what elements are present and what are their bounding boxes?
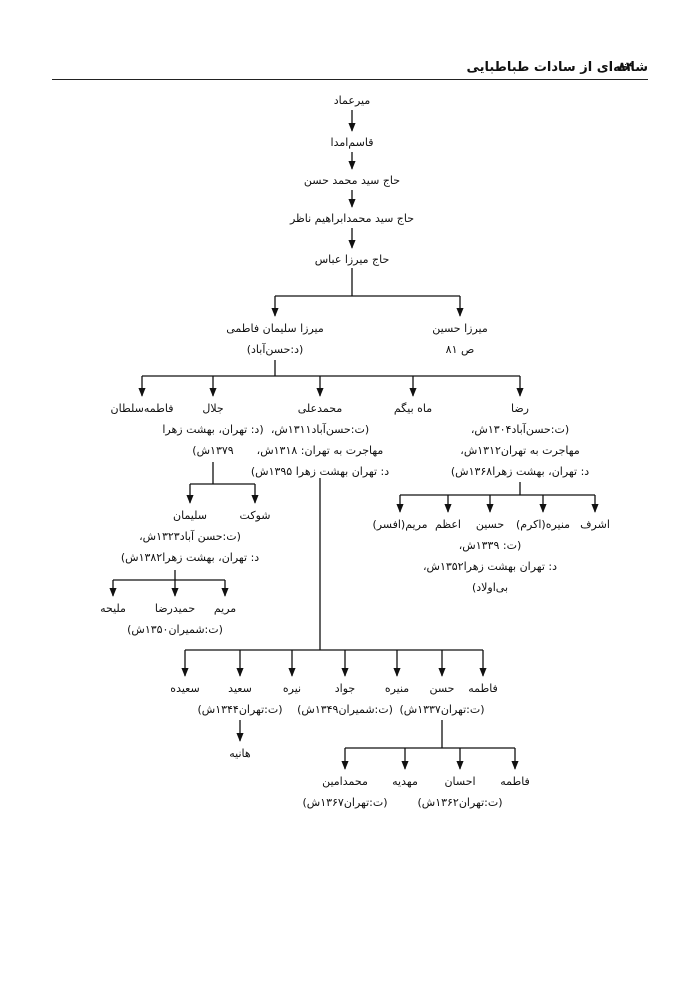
- person-monireh_r: منیره(اکرم): [516, 514, 570, 535]
- person-detail: (ت:حسن آباد۱۳۲۳ش،: [139, 530, 241, 543]
- person-name: حاج سید محمدابراهیم ناظر: [289, 212, 415, 225]
- page-number: ۸۴: [618, 60, 634, 75]
- person-detail: ۱۳۷۹ش): [192, 444, 234, 457]
- person-mohammadali: محمدعلی (ت:حسن‌آباد۱۳۱۱ش، مهاجرت به تهران:…: [251, 398, 389, 482]
- person-detail: بی‌اولاد): [471, 581, 509, 594]
- person-name: مریم: [213, 602, 237, 615]
- person-detail: (د:حسن‌آباد): [246, 343, 304, 356]
- person-detail: (ت:حسن‌آباد۱۳۰۴ش،: [470, 423, 570, 436]
- person-name: میرعماد: [333, 94, 371, 107]
- person-name: جواد: [334, 682, 356, 695]
- person-name: هانیه: [229, 747, 251, 760]
- person-name: منیره(اکرم): [515, 518, 571, 531]
- person-name: اعظم: [435, 518, 461, 531]
- person-reza: رضا (ت:حسن‌آباد۱۳۰۴ش، مهاجرت به تهران۱۳۱۲ش…: [451, 398, 589, 482]
- person-soleymanfatemi: میرزا سلیمان فاطمی (د:حسن‌آباد): [226, 318, 324, 360]
- person-detail: (ت:شمیران۱۳۴۹ش): [297, 703, 393, 716]
- person-name: نیره: [282, 682, 302, 695]
- person-detail: د: تهران بهشت زهرا ۱۳۹۵ش): [250, 465, 390, 478]
- person-hamidreza: حمیدرضا (ت:شمیران۱۳۵۰ش): [127, 598, 223, 640]
- person-fatemeh_m: فاطمه: [468, 678, 498, 699]
- person-name: میرزا سلیمان فاطمی: [226, 322, 324, 335]
- person-nayereh: نیره: [283, 678, 301, 699]
- person-name: سعید: [228, 682, 252, 695]
- person-hosein_r: حسین (ت: ۱۳۳۹ش، د: تهران بهشت زهرا۱۳۵۲ش، بی…: [423, 514, 557, 598]
- person-name: حمیدرضا: [154, 602, 196, 615]
- person-jalal: جلال (د: تهران، بهشت زهرا ۱۳۷۹ش): [162, 398, 263, 461]
- person-name: سلیمان: [173, 509, 207, 522]
- person-detail: (ت:حسن‌آباد۱۳۱۱ش،: [270, 423, 370, 436]
- person-name: محمدامین: [322, 775, 368, 788]
- person-name: منیره: [384, 682, 410, 695]
- person-name: فاطمه: [500, 775, 530, 788]
- person-name: مهدیه: [392, 775, 418, 788]
- person-haniyeh: هانیه: [229, 743, 250, 764]
- person-name: اشرف: [580, 518, 610, 531]
- person-detail: (ت:تهران۱۳۳۷ش): [399, 703, 485, 716]
- person-detail: د: تهران، بهشت زهرا۱۳۶۸ش): [450, 465, 590, 478]
- person-name: ماه بیگم: [393, 402, 433, 415]
- person-soleyman_j: سلیمان (ت:حسن آباد۱۳۲۳ش، د: تهران، بهشت زه…: [121, 505, 259, 568]
- person-name: شوکت: [239, 509, 271, 522]
- person-abbas: حاج میرزا عباس: [315, 249, 390, 270]
- header-rule: [52, 79, 648, 80]
- person-saeed: سعید (ت:تهران۱۳۴۴ش): [197, 678, 282, 720]
- person-detail: د: تهران، بهشت زهرا۱۳۸۲ش): [120, 551, 260, 564]
- person-name: فاطمه: [468, 682, 498, 695]
- person-detail: مهاجرت به تهران: ۱۳۱۸ش،: [256, 444, 384, 457]
- person-name: حاج سید محمد حسن: [303, 174, 401, 187]
- person-detail: (ت:شمیران۱۳۵۰ش): [127, 623, 223, 636]
- person-detail: (د: تهران، بهشت زهرا: [162, 423, 264, 436]
- person-ashraf: اشرف: [580, 514, 610, 535]
- person-name: فاطمه‌سلطان: [110, 402, 174, 415]
- person-mirzahosein: میرزا حسین ص ۸۱: [432, 318, 487, 360]
- person-name: سعیده: [170, 682, 200, 695]
- person-detail: (ت:تهران۱۳۶۲ش): [417, 796, 503, 809]
- person-name: احسان: [444, 775, 476, 788]
- person-detail: مهاجرت به تهران۱۳۱۲ش،: [460, 444, 580, 457]
- person-saeedeh: سعیده: [170, 678, 199, 699]
- person-ehsan: احسان (ت:تهران۱۳۶۲ش): [417, 771, 502, 813]
- person-shokat: شوکت: [240, 505, 271, 526]
- person-detail: (ت:تهران۱۳۶۷ش): [302, 796, 388, 809]
- person-mahdiyeh: مهدیه: [392, 771, 418, 792]
- person-mirimad: میرعماد: [334, 90, 370, 111]
- person-detail: د: تهران بهشت زهرا۱۳۵۲ش،: [422, 560, 558, 573]
- person-name: قاسم‌امدا: [330, 136, 374, 149]
- person-name: مریم(افسر): [372, 518, 428, 531]
- person-monireh_m: منیره: [385, 678, 409, 699]
- person-mahbeygom: ماه بیگم: [394, 398, 432, 419]
- person-name: محمدعلی: [297, 402, 343, 415]
- person-name: حاج میرزا عباس: [314, 253, 390, 266]
- person-azam: اعظم: [435, 514, 461, 535]
- person-hajmohammadhasan: حاج سید محمد حسن: [304, 170, 400, 191]
- person-fatemehsoltan: فاطمه‌سلطان: [111, 398, 174, 419]
- person-hasan_m: حسن (ت:تهران۱۳۳۷ش): [399, 678, 484, 720]
- running-header-title: شاخه‌ای از سادات طباطبایی: [466, 60, 648, 75]
- person-name: میرزا حسین: [432, 322, 488, 335]
- person-detail: (ت:تهران۱۳۴۴ش): [197, 703, 283, 716]
- person-ghasem: قاسم‌امدا: [331, 132, 374, 153]
- person-maryam_r: مریم(افسر): [372, 514, 427, 535]
- person-malihe: ملیحه: [100, 598, 126, 619]
- person-detail: ص ۸۱: [445, 343, 475, 356]
- person-detail: (ت: ۱۳۳۹ش،: [458, 539, 522, 552]
- person-hajibrahim: حاج سید محمدابراهیم ناظر: [290, 208, 414, 229]
- person-fatemeh_h: فاطمه: [500, 771, 530, 792]
- person-mohammadamin: محمدامین (ت:تهران۱۳۶۷ش): [302, 771, 387, 813]
- person-name: حسین: [475, 518, 505, 531]
- person-name: جلال: [202, 402, 224, 415]
- person-maryam_s: مریم: [214, 598, 236, 619]
- person-name: رضا: [510, 402, 529, 415]
- person-name: ملیحه: [100, 602, 126, 615]
- person-name: حسن: [429, 682, 455, 695]
- person-javad: جواد (ت:شمیران۱۳۴۹ش): [297, 678, 393, 720]
